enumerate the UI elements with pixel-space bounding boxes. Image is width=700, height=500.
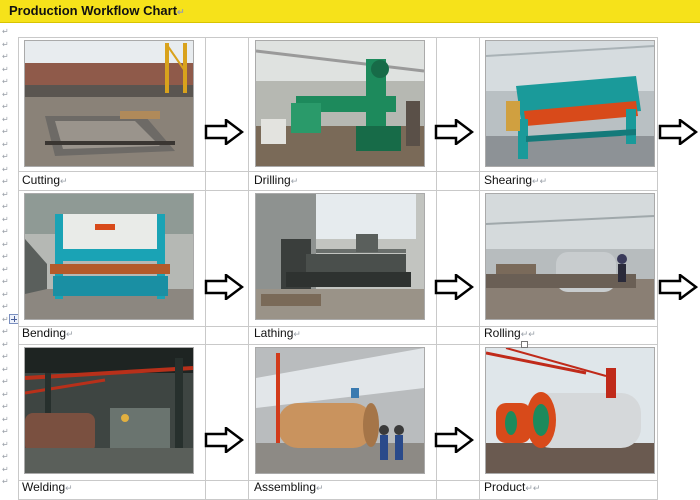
right-arrow-icon — [434, 427, 474, 453]
right-arrow-icon — [204, 274, 244, 300]
right-arrow-icon — [204, 427, 244, 453]
drilling-photo — [255, 40, 425, 167]
step-caption: Bending↵ — [22, 326, 74, 340]
assembling-photo — [255, 347, 425, 474]
right-arrow-icon — [434, 119, 474, 145]
step-caption: Assembling↵ — [254, 480, 324, 494]
rolling-photo — [485, 193, 655, 320]
step-caption: Shearing↵↵ — [484, 173, 548, 187]
step-caption: Drilling↵ — [254, 173, 299, 187]
paragraph-marks-column: ↵↵↵↵↵↵↵↵↵↵↵↵↵↵↵↵↵↵↵↵↵↵↵↵↵↵↵↵↵↵↵↵↵↵↵↵↵ — [2, 27, 9, 486]
step-caption: Welding↵ — [22, 480, 73, 494]
lathing-photo — [255, 193, 425, 320]
step-caption: Lathing↵ — [254, 326, 301, 340]
cutting-photo — [24, 40, 194, 167]
right-arrow-icon — [434, 274, 474, 300]
document-title: Production Workflow Chart↵ — [9, 3, 185, 18]
title-banner: Production Workflow Chart↵ — [0, 0, 700, 23]
step-caption: Cutting↵ — [22, 173, 68, 187]
image-resize-handle[interactable] — [521, 341, 528, 348]
shearing-photo — [485, 40, 655, 167]
right-arrow-icon — [204, 119, 244, 145]
welding-photo — [24, 347, 194, 474]
bending-photo — [24, 193, 194, 320]
right-arrow-icon — [658, 274, 698, 300]
step-caption: Product↵↵ — [484, 480, 541, 494]
step-caption: Rolling↵↵ — [484, 326, 536, 340]
right-arrow-icon — [658, 119, 698, 145]
product-photo — [485, 347, 655, 474]
